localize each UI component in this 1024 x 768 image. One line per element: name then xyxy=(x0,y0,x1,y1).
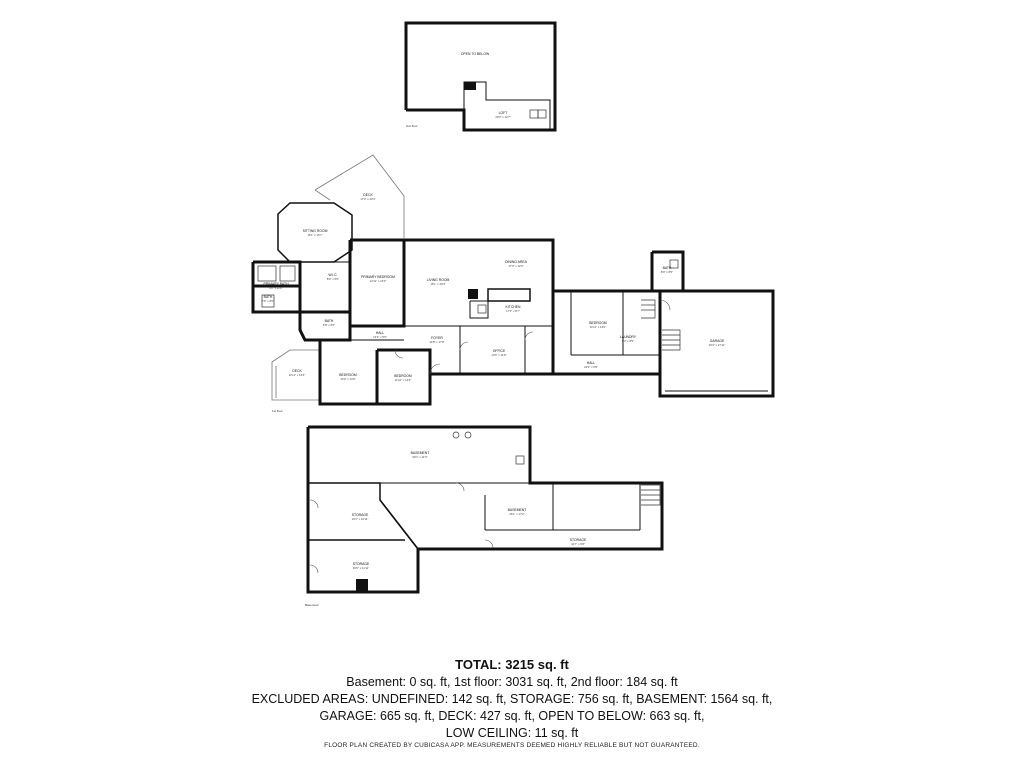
excluded-areas-line-3: LOW CEILING: 11 sq. ft xyxy=(445,726,579,740)
first-floor-plan: DECK 17'0" x 20'4" SITTING ROOM 16'1" x … xyxy=(251,154,775,413)
room-label: LAUNDRY xyxy=(620,335,637,339)
floor-label: Basement xyxy=(305,603,319,607)
room-dimensions: 23'0" x 5'8" xyxy=(584,365,598,369)
room-dimensions: 17'3" x 12'0" xyxy=(508,264,523,268)
room-dimensions: 16'1" x 20'4" xyxy=(430,282,445,286)
floor-label: 2nd floor xyxy=(406,124,418,128)
basement-plan: BASEMENT 60'1" x 11'0" STORAGE 19'1" x 1… xyxy=(305,425,664,607)
room-dimensions: 16'1" x 15'7" xyxy=(307,233,322,237)
room-dimensions: 26'3" x 27'11" xyxy=(709,343,726,347)
room-label: LOFT xyxy=(499,111,508,115)
room-dimensions: 8'0" x 6'0" xyxy=(327,277,339,281)
room-label: BEDROOM xyxy=(339,373,357,377)
room-dimensions: 16'6" x 11'11" xyxy=(353,566,369,570)
room-dimensions: 26'1" x 17'2" xyxy=(509,512,524,516)
room-dimensions: 17'0" x 20'4" xyxy=(360,197,375,201)
second-floor-plan: OPEN TO BELOW LOFT 20'3" x 12'7" 2nd flo… xyxy=(404,21,557,132)
room-dimensions: 19'1" x 16'11" xyxy=(352,517,369,521)
room-label: BASEMENT xyxy=(411,451,430,455)
room-label: W.I.C. xyxy=(328,273,337,277)
excluded-areas-line-1: EXCLUDED AREAS: UNDEFINED: 142 sq. ft, S… xyxy=(251,692,773,706)
room-label: BASEMENT xyxy=(508,508,527,512)
room-label: BATH xyxy=(264,295,273,299)
room-dimensions: 8'0" x 8'5" xyxy=(661,270,673,274)
total-area: TOTAL: 3215 sq. ft xyxy=(455,657,569,672)
excluded-areas-line-2: GARAGE: 665 sq. ft, DECK: 427 sq. ft, OP… xyxy=(319,709,705,723)
room-label: OPEN TO BELOW xyxy=(461,52,490,56)
room-label: PRIMARY BEDROOM xyxy=(361,275,395,279)
room-dimensions: 60'1" x 11'0" xyxy=(412,455,427,459)
area-summary: TOTAL: 3215 sq. ft Basement: 0 sq. ft, 1… xyxy=(0,656,1024,742)
disclaimer-footer: FLOOR PLAN CREATED BY CUBICASA APP. MEAS… xyxy=(324,742,700,749)
room-dimensions: 13'3" x 5'6" xyxy=(373,335,387,339)
room-label: LIVING ROOM xyxy=(427,278,450,282)
room-dimensions: 20'3" x 12'7" xyxy=(495,115,510,119)
room-label: HALL xyxy=(376,331,385,335)
room-label: DECK xyxy=(363,193,373,197)
room-label: STORAGE xyxy=(570,538,587,542)
room-dimensions: 12'11" x 16'3" xyxy=(370,279,387,283)
room-label: DECK xyxy=(292,369,302,373)
room-dimensions: 17'3" x 8'7" xyxy=(506,309,520,313)
room-label: BEDROOM xyxy=(589,321,607,325)
room-label: FOYER xyxy=(431,336,443,340)
room-dimensions: 41'7" x 6'8" xyxy=(571,542,585,546)
room-label: STORAGE xyxy=(352,513,369,517)
room-dimensions: 14'8" x 17'8" xyxy=(429,340,444,344)
room-dimensions: 11'10" x 13'2" xyxy=(395,378,412,382)
room-dimensions: 6'3" x 8'5" xyxy=(622,339,634,343)
room-dimensions: 11'11" x 16'0" xyxy=(590,325,606,329)
room-label: GARAGE xyxy=(710,339,725,343)
room-label: KITCHEN xyxy=(506,305,521,309)
room-dimensions: 11'11" x 16'3" xyxy=(289,373,305,377)
room-label: STORAGE xyxy=(353,562,370,566)
room-label: BATH xyxy=(663,266,672,270)
room-dimensions: 9'6" x 11'8" xyxy=(269,286,283,290)
room-label: PRIMARY BATH xyxy=(263,282,289,286)
floor-areas: Basement: 0 sq. ft, 1st floor: 3031 sq. … xyxy=(346,675,678,689)
room-label: SITTING ROOM xyxy=(303,229,328,233)
room-label: DINING AREA xyxy=(505,260,528,264)
room-label: HALL xyxy=(587,361,596,365)
room-dimensions: 5'8" x 8'3" xyxy=(323,323,335,327)
floor-label: 1st floor xyxy=(272,409,283,413)
room-dimensions: 13'6" x 11'8" xyxy=(491,353,506,357)
room-label: OFFICE xyxy=(493,349,506,353)
room-dimensions: 13'0" x 14'9" xyxy=(340,377,355,381)
room-label: BEDROOM xyxy=(394,374,412,378)
room-dimensions: 7'6" x 8'0" xyxy=(262,299,274,303)
room-label: BATH xyxy=(325,319,334,323)
